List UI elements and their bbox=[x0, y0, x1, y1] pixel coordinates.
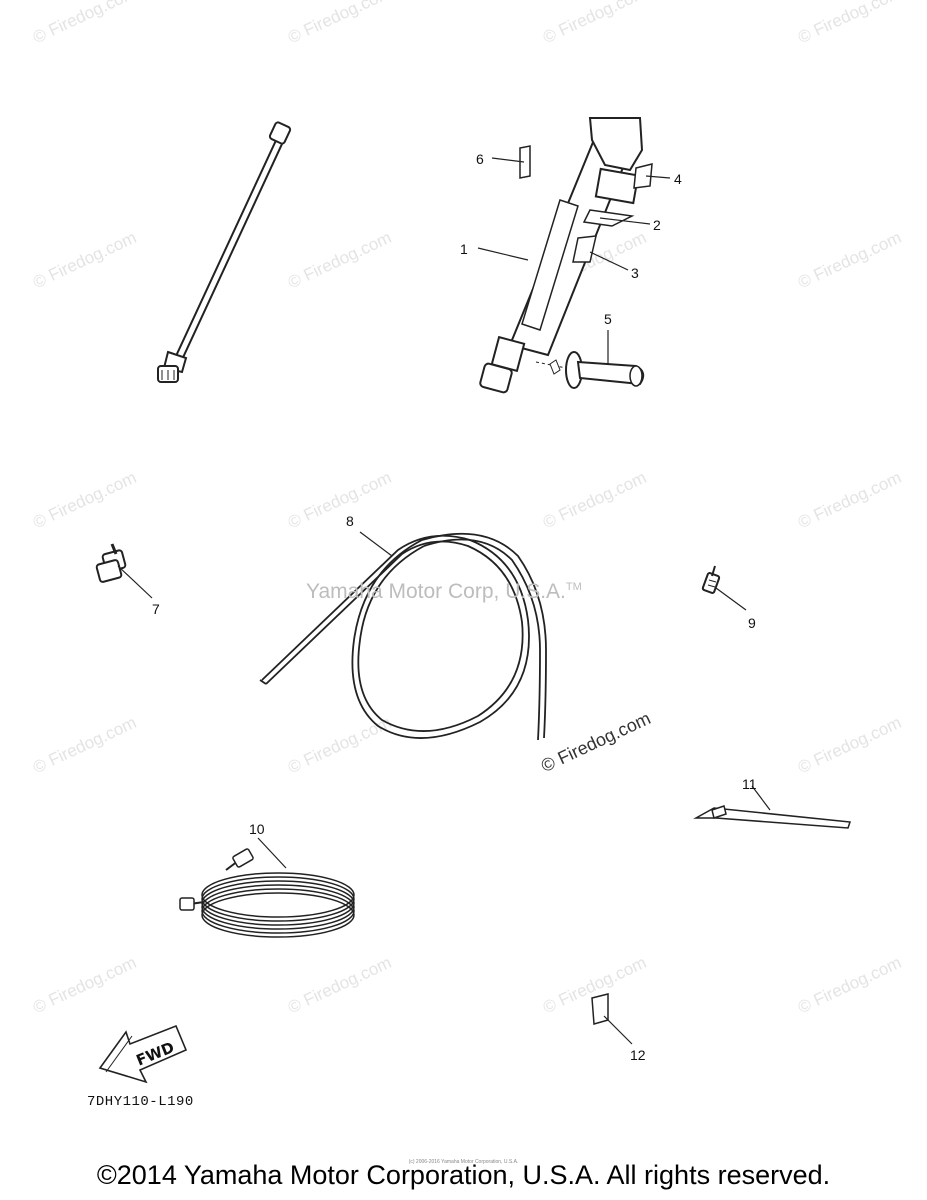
label-6[interactable] bbox=[519, 145, 531, 179]
fitting-9[interactable] bbox=[701, 565, 721, 594]
center-watermark-text: Yamaha Motor Corp, U.S.A. bbox=[306, 580, 566, 603]
callout-2[interactable]: 2 bbox=[653, 217, 661, 233]
footer-copyright: ©2014 Yamaha Motor Corporation, U.S.A. A… bbox=[96, 1160, 831, 1190]
diagram-code: 7DHY110-L190 bbox=[87, 1094, 194, 1110]
leader-lines bbox=[117, 157, 771, 1045]
callout-1[interactable]: 1 bbox=[460, 241, 468, 257]
center-watermark: Yamaha Motor Corp, U.S.A.TM bbox=[306, 580, 582, 604]
strap-11[interactable] bbox=[693, 805, 852, 829]
label-12[interactable] bbox=[591, 993, 609, 1025]
extension-wand[interactable] bbox=[157, 121, 292, 383]
callout-8[interactable]: 8 bbox=[346, 513, 354, 529]
label-plate-2[interactable] bbox=[582, 209, 635, 227]
label-3[interactable] bbox=[572, 235, 597, 263]
tiny-copyright: (c) 2006-2016 Yamaha Motor Corporation, … bbox=[408, 1159, 519, 1165]
callout-6[interactable]: 6 bbox=[476, 151, 484, 167]
spray-gun[interactable] bbox=[479, 117, 644, 394]
side-handle[interactable] bbox=[535, 351, 645, 389]
callout-4[interactable]: 4 bbox=[674, 171, 682, 187]
callout-3[interactable]: 3 bbox=[631, 265, 639, 281]
callout-7[interactable]: 7 bbox=[152, 601, 160, 617]
high-pressure-hose[interactable] bbox=[179, 848, 355, 938]
nozzle-7[interactable] bbox=[95, 543, 127, 583]
callout-9[interactable]: 9 bbox=[748, 615, 756, 631]
label-4[interactable] bbox=[633, 163, 653, 189]
fwd-arrow: FWD bbox=[98, 1024, 188, 1084]
coiled-tube[interactable] bbox=[259, 532, 547, 741]
callout-12[interactable]: 12 bbox=[630, 1047, 646, 1063]
trademark-mark: TM bbox=[565, 581, 582, 593]
callout-10[interactable]: 10 bbox=[249, 821, 265, 837]
callout-11[interactable]: 11 bbox=[742, 776, 757, 792]
callout-5[interactable]: 5 bbox=[604, 311, 612, 327]
